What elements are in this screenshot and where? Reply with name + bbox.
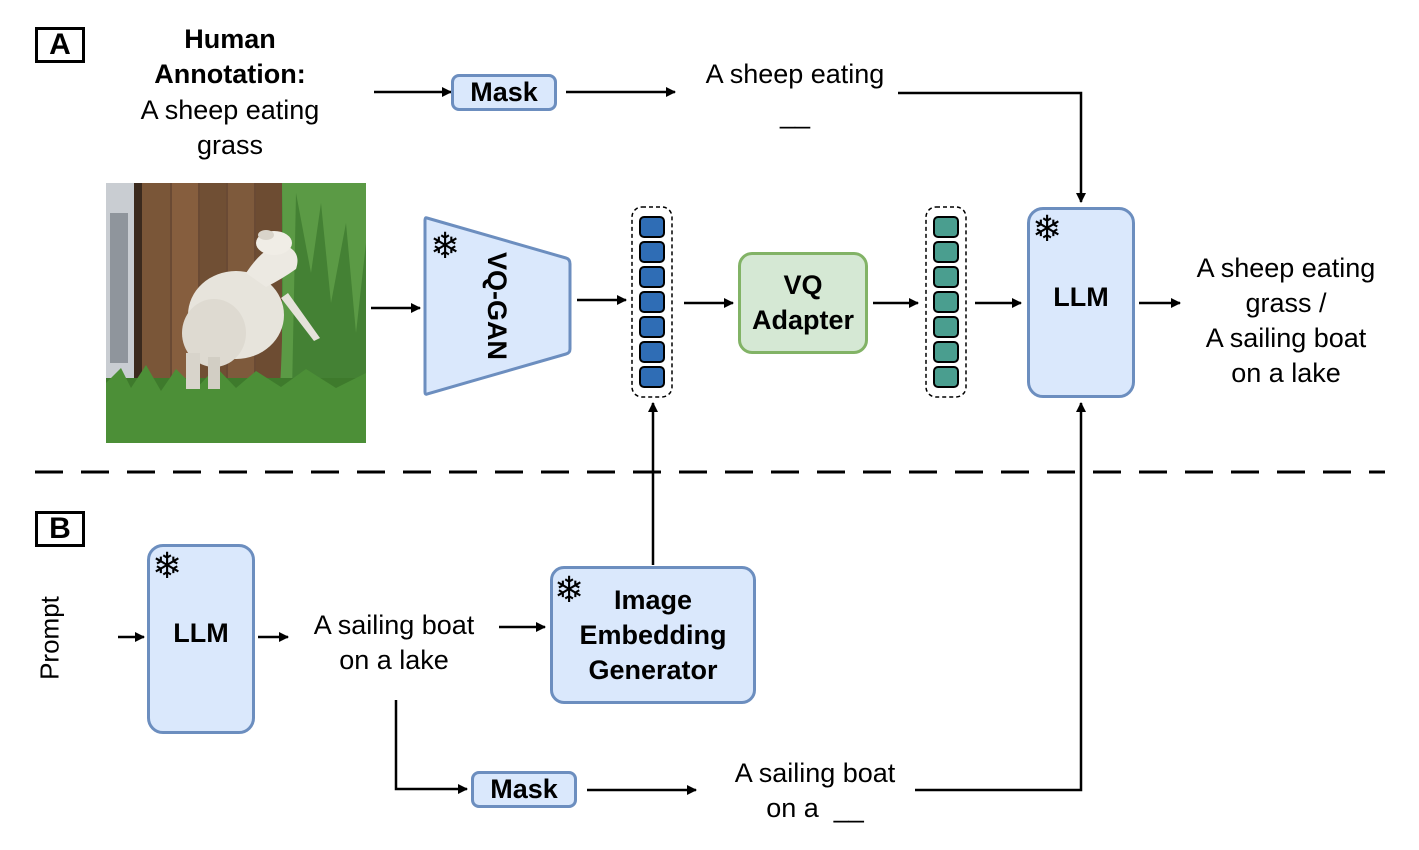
- masked-text-a-line1: A sheep eating: [705, 59, 885, 89]
- llm-b-frozen-snowflake-icon: ❄: [152, 545, 183, 586]
- mask-box-b: Mask: [471, 771, 577, 808]
- generator-label-line3: Generator: [588, 654, 718, 685]
- output-text-line3: A sailing boat: [1205, 323, 1367, 353]
- llm-box-b: LLM: [147, 544, 255, 734]
- vq-adapter-label-line2: Adapter: [751, 305, 854, 335]
- annotation-title-line2: Annotation:: [154, 59, 306, 89]
- llm-b-label: LLM: [173, 617, 229, 648]
- llm-a-frozen-snowflake-icon: ❄: [1032, 208, 1063, 249]
- llm-box-a: LLM: [1027, 207, 1135, 398]
- section-b-label: B: [35, 511, 85, 547]
- masked-text-b-line2: on a __: [766, 793, 864, 823]
- annotation-title-line1: Human: [184, 24, 276, 54]
- masked-text-a-line2: __: [779, 99, 811, 129]
- vq-token-3: [639, 266, 665, 288]
- output-text-line4: on a lake: [1231, 358, 1341, 388]
- vqgan-label: VQ-GAN: [482, 252, 513, 360]
- output-text-line1: A sheep eating: [1196, 253, 1376, 283]
- adapted-token-4: [933, 291, 959, 313]
- adapted-token-1: [933, 216, 959, 238]
- prompt-label: Prompt: [34, 596, 65, 680]
- section-a-arrows: [371, 87, 1181, 313]
- adapted-token-stack: [933, 216, 959, 388]
- output-text-line2: grass /: [1245, 288, 1327, 318]
- caption-text-line2: on a lake: [339, 645, 449, 675]
- mask-box-a: Mask: [451, 74, 557, 111]
- adapted-token-6: [933, 341, 959, 363]
- annotation-text-line2: grass: [196, 130, 264, 160]
- caption-text-line1: A sailing boat: [313, 610, 475, 640]
- vq-token-2: [639, 241, 665, 263]
- adapted-token-7: [933, 366, 959, 388]
- generator-label-line2: Embedding: [579, 619, 727, 650]
- section-a-label: A: [35, 27, 85, 63]
- annotation-text-line1: A sheep eating: [140, 95, 320, 125]
- vq-token-5: [639, 316, 665, 338]
- vq-token-7: [639, 366, 665, 388]
- masked-text-b-line1: A sailing boat: [734, 758, 896, 788]
- image-embedding-generator-box: Image Embedding Generator: [550, 566, 756, 704]
- vq-adapter-label-line1: VQ: [783, 270, 823, 300]
- vqgan-frozen-snowflake-icon: ❄: [430, 225, 461, 266]
- generator-label-line1: Image: [613, 584, 693, 615]
- sheep-photo: [106, 183, 366, 443]
- generator-frozen-snowflake-icon: ❄: [554, 569, 585, 610]
- adapted-token-5: [933, 316, 959, 338]
- vqgan-block: [423, 216, 572, 396]
- vq-token-6: [639, 341, 665, 363]
- vq-token-stack-frame: [631, 206, 673, 398]
- adapted-token-3: [933, 266, 959, 288]
- section-b-arrows: [118, 402, 1086, 795]
- llm-a-label: LLM: [1053, 282, 1109, 312]
- vq-adapter-box: VQ Adapter: [738, 252, 868, 354]
- vq-token-4: [639, 291, 665, 313]
- adapted-token-stack-frame: [925, 206, 967, 398]
- adapted-token-2: [933, 241, 959, 263]
- vq-token-1: [639, 216, 665, 238]
- vq-token-stack: [639, 216, 665, 388]
